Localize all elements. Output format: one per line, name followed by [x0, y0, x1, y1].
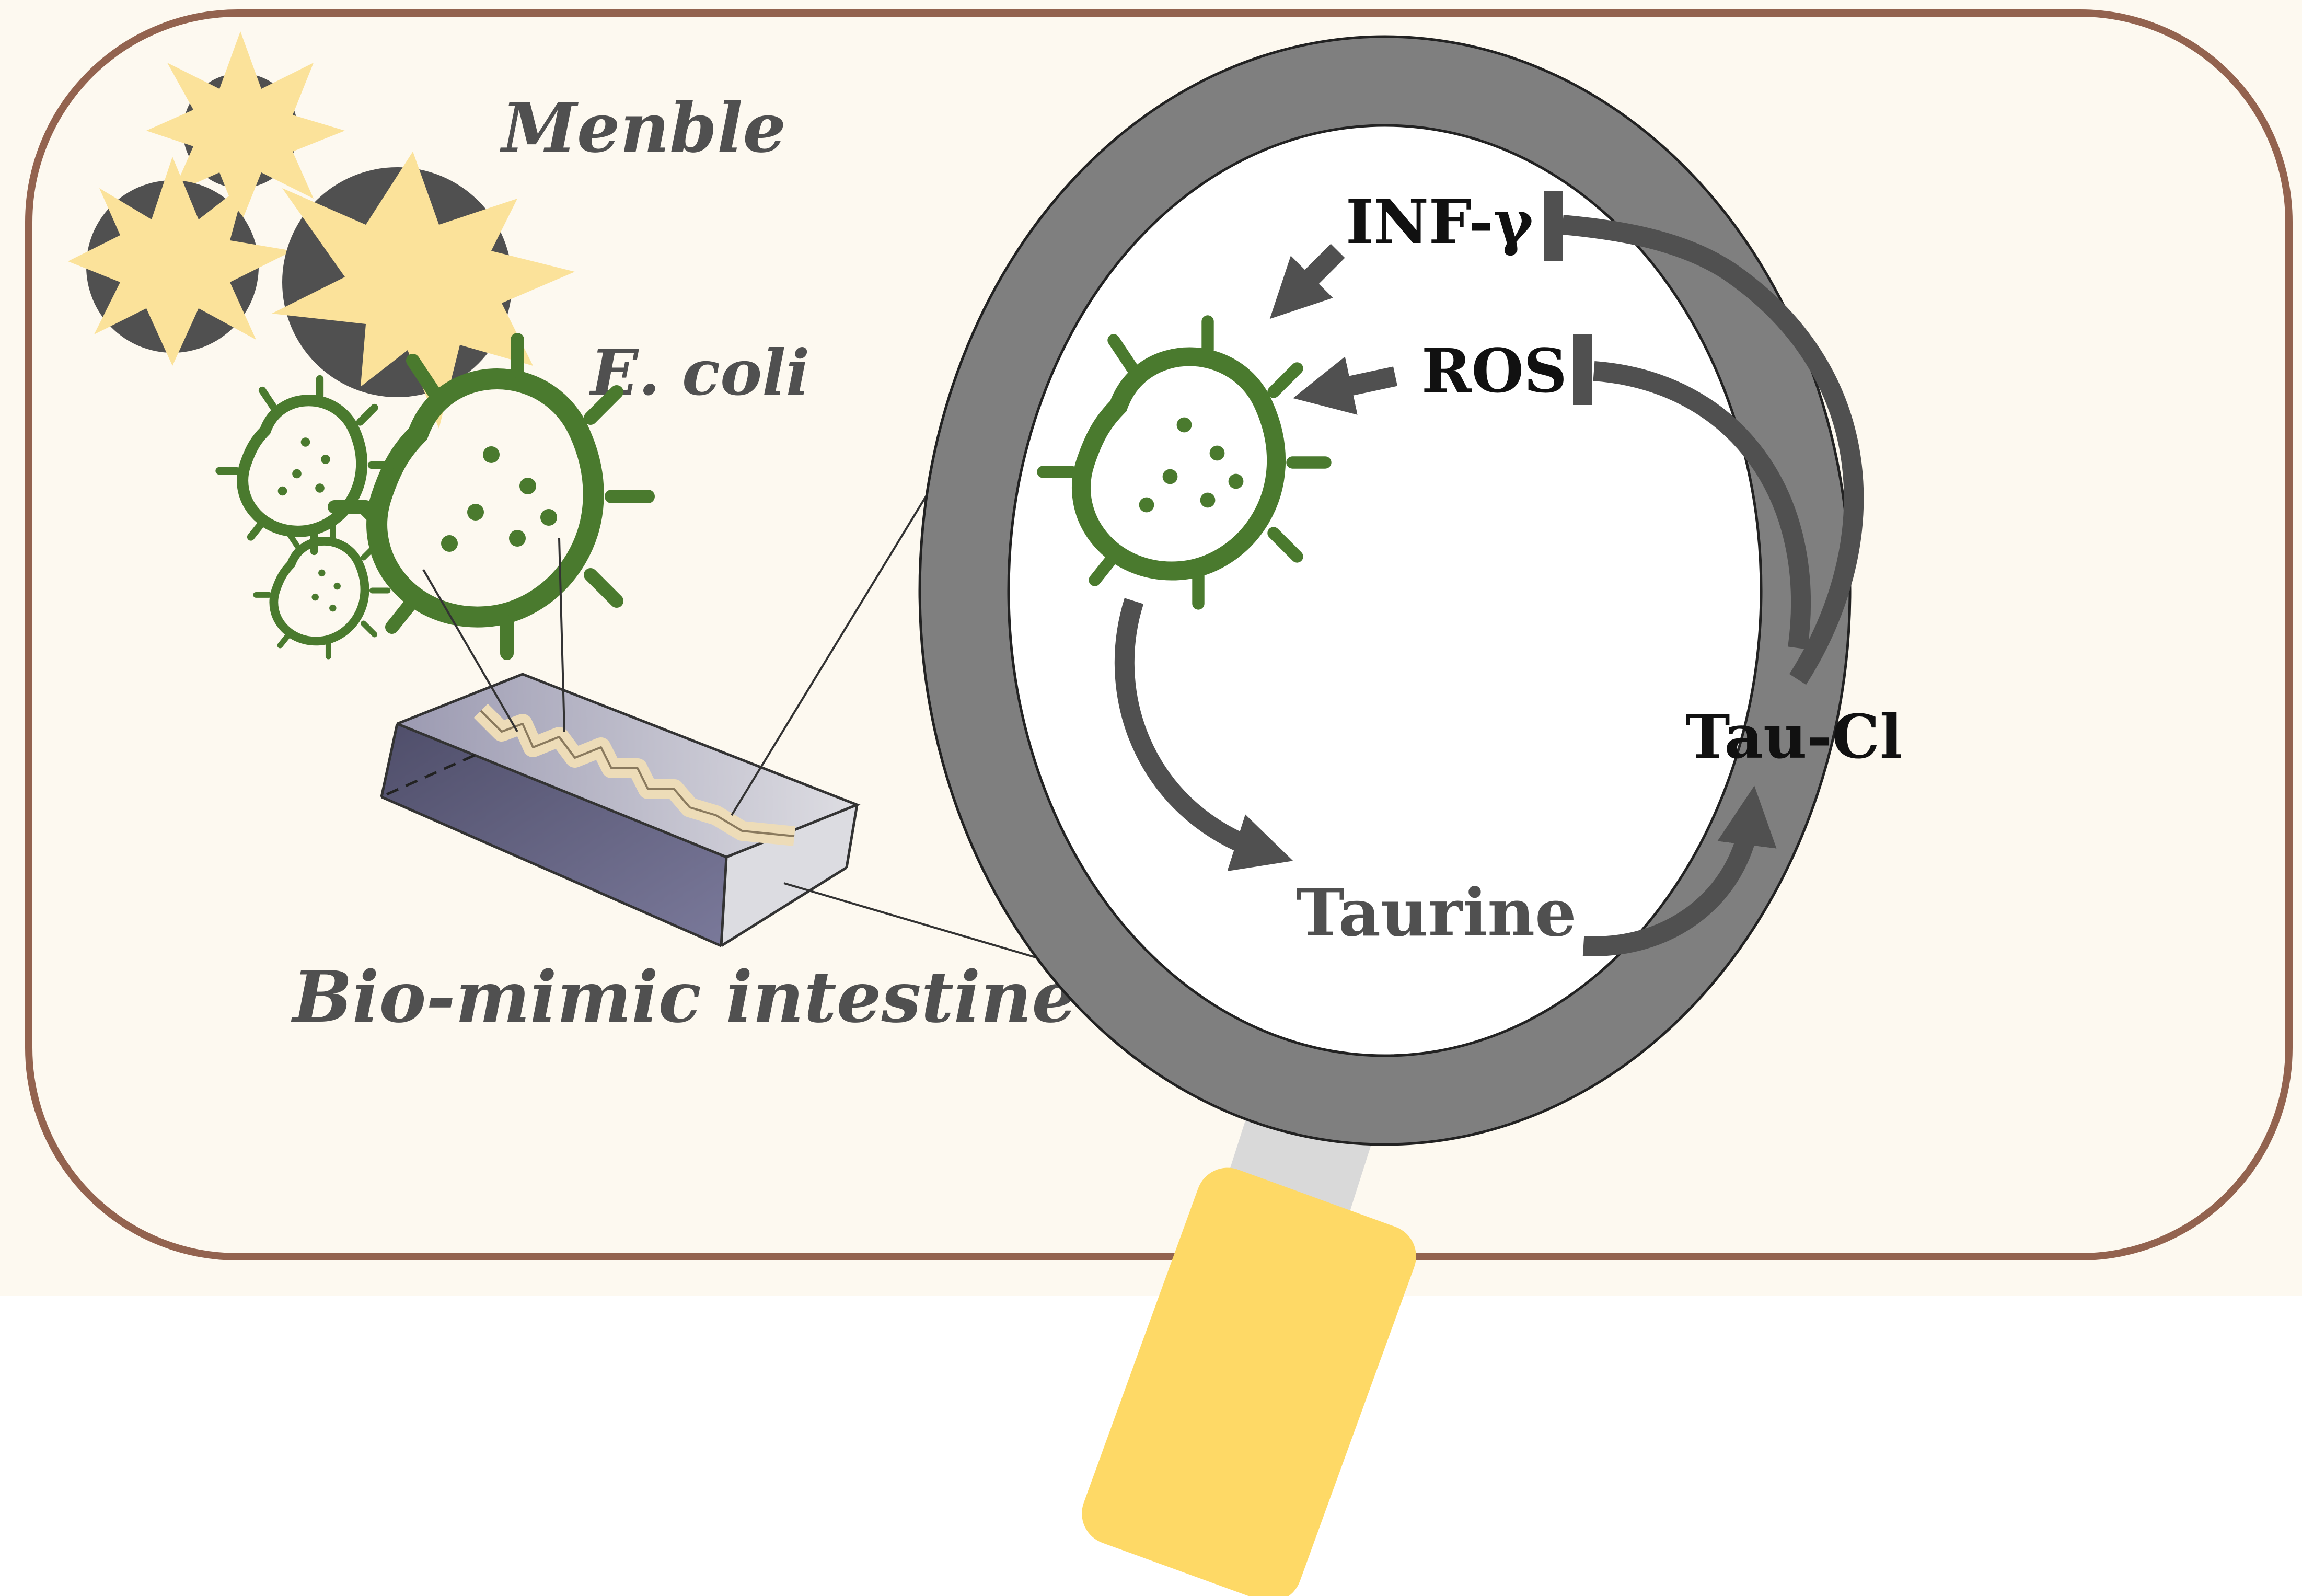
- inhibit-bar-inf: [1544, 191, 1563, 261]
- tau-cl-label: Tau-Cl: [1685, 702, 1903, 772]
- arrow-inf-to-bacterium: [1269, 244, 1345, 319]
- bacterium-icon: [215, 375, 396, 556]
- ecoli-label: E. coli: [589, 336, 809, 410]
- arrow-ros-to-bacterium: [1293, 356, 1397, 415]
- inhibit-taucl-to-inf: [1561, 215, 1864, 685]
- taurine-label: Taurine: [1296, 875, 1577, 951]
- menble-cluster: [68, 31, 575, 429]
- intestine-label: Bio-mimic intestine: [291, 955, 1077, 1038]
- bacterium-icon: [253, 522, 391, 660]
- inhibit-taucl-to-ros: [1593, 361, 1811, 650]
- spiky-particle-icon: [146, 31, 345, 225]
- spiky-particle-icon: [272, 152, 575, 429]
- leader-lines: [422, 480, 1077, 970]
- intestine-chip: [380, 673, 861, 947]
- arrow-bacterium-to-taurine: [1114, 598, 1293, 871]
- bacterium-icon: [1037, 315, 1332, 610]
- ros-label: ROS: [1421, 336, 1567, 407]
- inf-gamma-label: INF-γ: [1346, 187, 1534, 258]
- inhibit-bar-ros: [1573, 334, 1592, 405]
- inhibition-bars: [1544, 191, 1592, 405]
- lens-handle: [1082, 1167, 1416, 1596]
- spiky-particle-icon: [68, 157, 293, 366]
- arrow-taurine-to-taucl: [1582, 785, 1777, 956]
- menble-label: Menble: [500, 88, 786, 168]
- pathway-arrows: [1114, 215, 1864, 956]
